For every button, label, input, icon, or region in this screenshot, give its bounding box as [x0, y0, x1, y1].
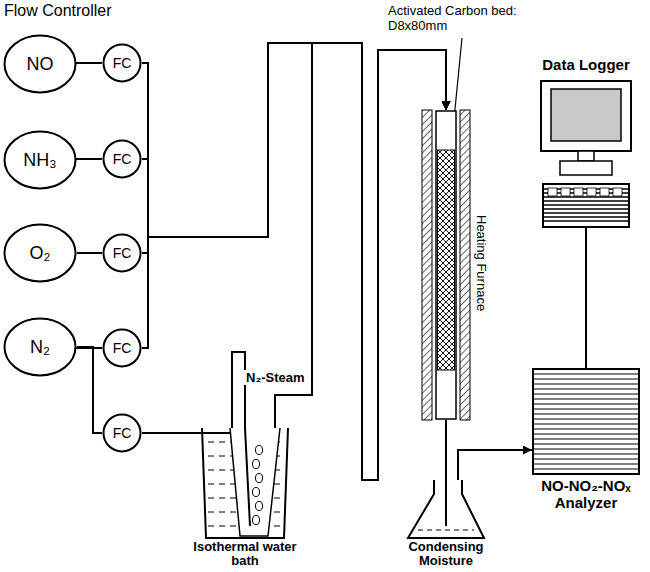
flow-controller: FC [102, 328, 142, 368]
bed-callout: Activated Carbon bed: D8x80mm [388, 4, 538, 34]
node-label: FC [113, 55, 132, 71]
component-label: Heating Furnace [474, 215, 488, 311]
node-label: O₂ [30, 243, 51, 264]
gas-cylinder: NH₃ [3, 130, 77, 190]
heating-furnace-outline [422, 110, 470, 420]
gas-cylinder: NO [3, 34, 77, 94]
node-label: FC [113, 151, 132, 167]
condensing-flask-outline [406, 480, 486, 538]
condensing-flask: Condensing Moisture [406, 480, 486, 538]
flow-controller: FC [102, 233, 142, 273]
gas-line [77, 347, 102, 433]
component-label: Isothermal water bath [190, 540, 300, 569]
flow-controller: FC [102, 139, 142, 179]
node-label: NH₃ [23, 150, 56, 171]
data-logger-outline [540, 80, 632, 228]
line-label: N₂-Steam [244, 370, 307, 385]
flow-controller: FC [102, 43, 142, 83]
component-label: NO-NO₂-NOₓ Analyzer [526, 478, 646, 511]
group-title: Flow Controller [4, 2, 164, 20]
gas-line [142, 43, 446, 480]
gas-line [142, 352, 245, 433]
node-label: N₂ [30, 337, 50, 358]
gas-line [585, 228, 587, 368]
component-label: Condensing Moisture [391, 540, 501, 569]
gas-line [142, 43, 446, 480]
gas-cylinder: N₂ [3, 317, 77, 377]
gas-line [142, 43, 446, 480]
gas-line [142, 43, 446, 480]
water-bath-outline [200, 428, 290, 538]
node-label: FC [113, 245, 132, 261]
nox-analyzer-outline [532, 368, 640, 475]
gas-line [77, 159, 102, 160]
node-label: FC [113, 425, 132, 441]
flow-controller: FC [102, 413, 142, 453]
water-bath: Isothermal water bath [200, 428, 290, 538]
gas-cylinder: O₂ [3, 223, 77, 283]
node-label: NO [27, 54, 54, 75]
node-label: FC [113, 340, 132, 356]
nox-analyzer: NO-NO₂-NOₓ Analyzer [532, 368, 640, 475]
heating-furnace: Heating Furnace [422, 110, 470, 420]
gas-line [77, 63, 102, 64]
gas-line [458, 450, 532, 480]
gas-line [275, 43, 446, 480]
gas-line [445, 420, 447, 480]
gas-line [77, 252, 102, 254]
data-logger: Data Logger [540, 80, 632, 228]
component-label: Data Logger [530, 57, 642, 74]
